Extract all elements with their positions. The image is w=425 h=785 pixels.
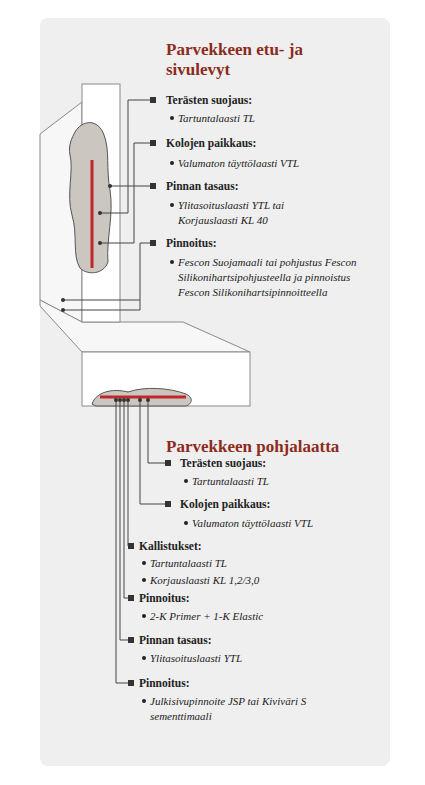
label-holder: Pinnoitus: (139, 591, 369, 605)
label-holder: Pinnan tasaus: (139, 633, 369, 647)
label-holder: Terästen suojaus: (180, 456, 380, 470)
material-item: Ylitasoituslaasti YTL (150, 651, 375, 666)
label-holder: Parvekkeen pohjalaatta (166, 437, 381, 457)
leader-dots (61, 184, 150, 402)
material-item: Korjauslaasti KL 1,2/3,0 (150, 573, 375, 588)
material-item: Fescon Suojamaali tai pohjustus Fescon S… (178, 255, 368, 300)
rebar (91, 160, 94, 268)
label-holder: Ylitasoituslaasti YTL tai Korjauslaasti … (178, 198, 333, 228)
bullet (170, 203, 174, 207)
label-holder: Pinnoitus: (166, 236, 376, 250)
callout-heading: Kolojen paikkaus: (180, 497, 380, 511)
label-holder: Kolojen paikkaus: (180, 497, 380, 511)
material-item: Tartuntalaasti TL (192, 474, 382, 489)
label-holder: Valumaton täyttölaasti VTL (178, 156, 378, 171)
label-holder: Julkisivupinnoite JSP tai Kiviväri S sem… (150, 694, 310, 724)
label-holder: Kolojen paikkaus: (166, 136, 376, 150)
material-item: Julkisivupinnoite JSP tai Kiviväri S sem… (150, 694, 310, 724)
label-holder: Tartuntalaasti TL (192, 474, 382, 489)
bullet (142, 578, 146, 582)
material-item: Ylitasoituslaasti YTL tai Korjauslaasti … (178, 198, 333, 228)
callout-heading: Pinnoitus: (139, 591, 369, 605)
label-holder: Parvekkeen etu- ja sivulevyt (166, 40, 316, 80)
bullet (170, 116, 174, 120)
material-item: Valumaton täyttölaasti VTL (178, 156, 378, 171)
callout-heading: Pinnan tasaus: (166, 179, 376, 193)
label-holder: Terästen suojaus: (166, 93, 376, 107)
label-holder: Ylitasoituslaasti YTL (150, 651, 375, 666)
label-holder: Pinnan tasaus: (166, 179, 376, 193)
bullet (184, 479, 188, 483)
background-panel (40, 18, 390, 766)
material-item: Tartuntalaasti TL (178, 111, 378, 126)
bullet (170, 161, 174, 165)
bullet (142, 614, 146, 618)
label-holder: Pinnoitus: (139, 676, 369, 690)
label-holder: Kallistukset: (139, 539, 369, 553)
damage-area (69, 123, 111, 273)
slab-front (82, 352, 250, 406)
callout-heading: Terästen suojaus: (166, 93, 376, 107)
rebar (100, 396, 186, 399)
callout-heading: Terästen suojaus: (180, 456, 380, 470)
bullet (170, 260, 174, 264)
callout-heading: Kallistukset: (139, 539, 369, 553)
callout-heading: Pinnan tasaus: (139, 633, 369, 647)
slab-top (40, 300, 250, 352)
callout-heading: Pinnoitus: (139, 676, 369, 690)
label-holder: Tartuntalaasti TL (178, 111, 378, 126)
bullet (184, 521, 188, 525)
label-holder: Korjauslaasti KL 1,2/3,0 (150, 573, 375, 588)
material-item: Tartuntalaasti TL (150, 556, 375, 571)
label-holder: Valumaton täyttölaasti VTL (192, 516, 382, 531)
callout-heading: Pinnoitus: (166, 236, 376, 250)
bullet (142, 699, 146, 703)
section-heading: Parvekkeen pohjalaatta (166, 437, 381, 457)
label-holder: Tartuntalaasti TL (150, 556, 375, 571)
label-holder: Fescon Suojamaali tai pohjustus Fescon S… (178, 255, 368, 300)
bullet (142, 561, 146, 565)
section-heading: Parvekkeen etu- ja sivulevyt (166, 40, 316, 80)
bullet (142, 656, 146, 660)
callout-heading: Kolojen paikkaus: (166, 136, 376, 150)
material-item: Valumaton täyttölaasti VTL (192, 516, 382, 531)
label-holder: 2-K Primer + 1-K Elastic (150, 609, 375, 624)
material-item: 2-K Primer + 1-K Elastic (150, 609, 375, 624)
damage-area (92, 388, 191, 406)
